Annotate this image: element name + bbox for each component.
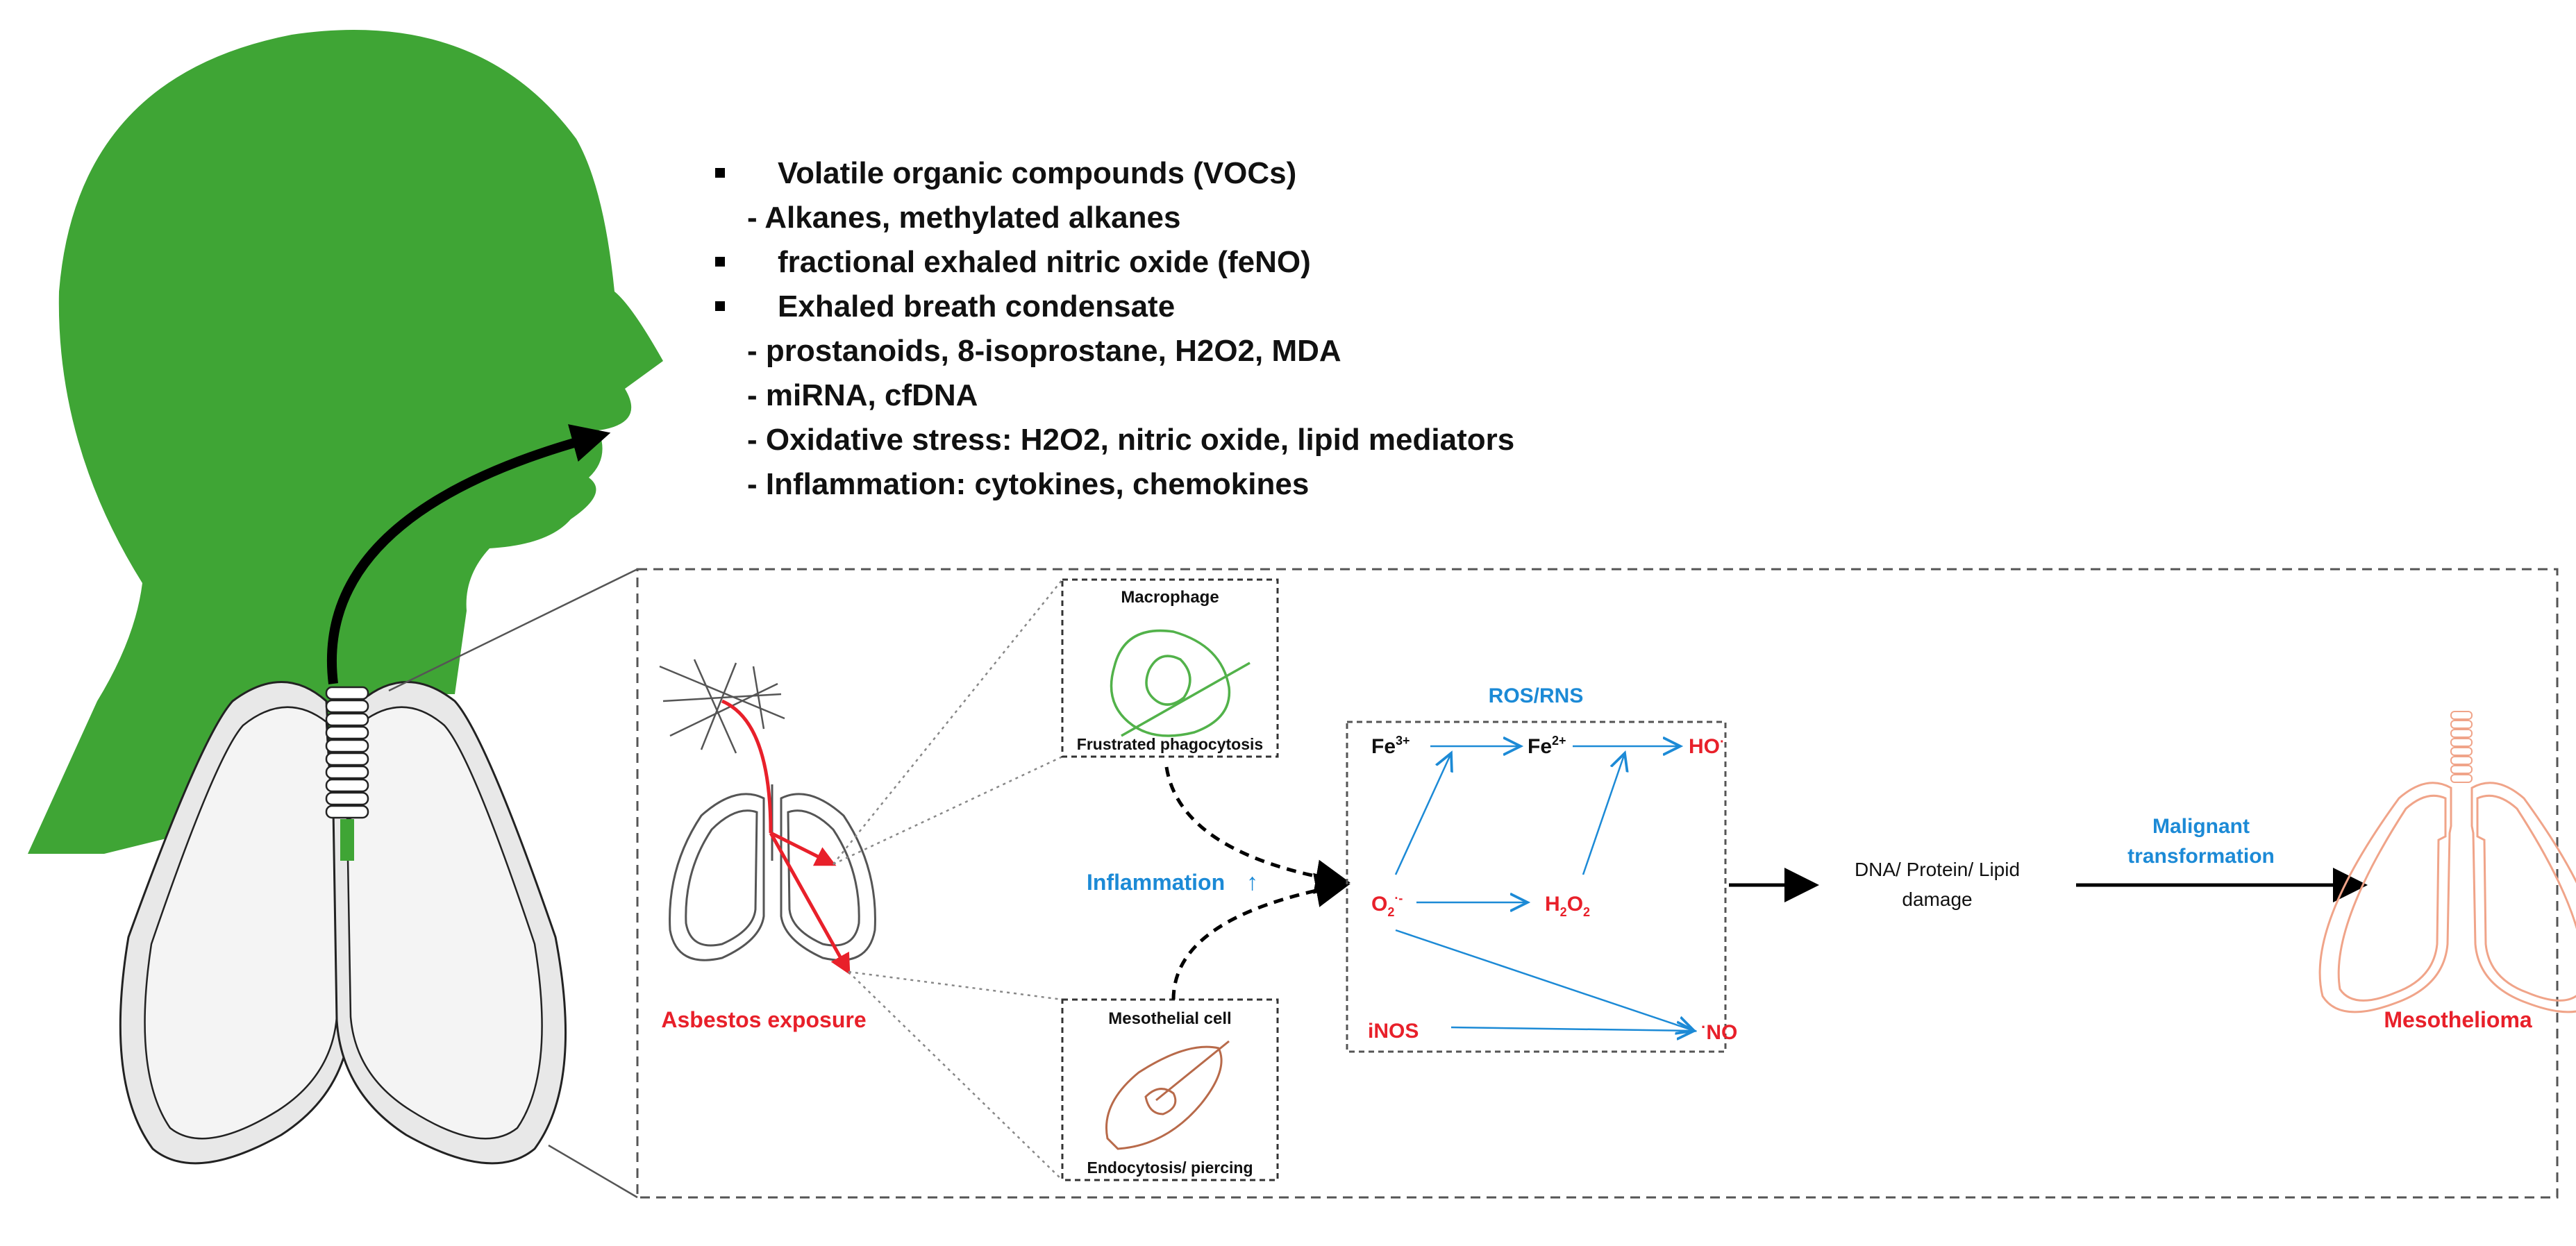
list-item: - Inflammation: cytokines, chemokines bbox=[747, 467, 1310, 501]
lungs-icon bbox=[119, 681, 567, 1165]
list-item: fractional exhaled nitric oxide (feNO) bbox=[708, 240, 1750, 285]
mechanism-box bbox=[636, 568, 2559, 1199]
mesothelioma-label: Mesothelioma bbox=[2384, 1007, 2532, 1032]
hydrogen-peroxide-species: H2O2 bbox=[1545, 893, 1590, 919]
inos-species: iNOS bbox=[1368, 1020, 1419, 1043]
bullet-square-icon bbox=[715, 168, 725, 178]
small-lungs-icon bbox=[669, 784, 876, 961]
list-item: - miRNA, cfDNA bbox=[747, 378, 978, 412]
bullet-square-icon bbox=[715, 257, 725, 267]
mesothelial-box bbox=[1061, 998, 1279, 1181]
exhale-arrow bbox=[326, 424, 611, 684]
fe3-species: Fe3+ bbox=[1371, 734, 1410, 758]
breath-marker-list: Volatile organic compounds (VOCs) - Alka… bbox=[708, 151, 1750, 507]
asbestos-fiber-icon bbox=[659, 659, 785, 754]
damage-label-line1: DNA/ Protein/ Lipid bbox=[1855, 859, 2020, 880]
hydroxyl-species: HO· bbox=[1689, 734, 1725, 758]
bullet-square-icon bbox=[715, 301, 725, 311]
macrophage-cell-icon bbox=[1110, 629, 1251, 737]
mesothelial-cell-icon bbox=[1105, 1040, 1230, 1150]
mesothelial-cell-label: Mesothelial cell bbox=[1108, 1009, 1231, 1028]
nitric-oxide-species: ·NO bbox=[1701, 1018, 1737, 1044]
inflammation-label: Inflammation bbox=[1087, 870, 1225, 895]
inflammation-up-arrow: ↑ bbox=[1246, 869, 1258, 895]
malignant-label-line2: transformation bbox=[2127, 845, 2275, 868]
macrophage-label: Macrophage bbox=[1121, 588, 1219, 607]
endocytosis-label: Endocytosis/ piercing bbox=[1087, 1159, 1253, 1177]
fe2-species: Fe2+ bbox=[1528, 734, 1566, 758]
ros-rns-label: ROS/RNS bbox=[1489, 684, 1584, 707]
list-item: - Alkanes, methylated alkanes bbox=[747, 201, 1181, 235]
list-item: - prostanoids, 8-isoprostane, H2O2, MDA bbox=[747, 334, 1341, 368]
damage-label-line2: damage bbox=[1902, 889, 1972, 910]
superoxide-species: O2·- bbox=[1371, 891, 1403, 919]
list-item: Exhaled breath condensate bbox=[708, 285, 1750, 329]
asbestos-exposure-label: Asbestos exposure bbox=[661, 1007, 866, 1032]
malignant-label-line1: Malignant bbox=[2152, 815, 2250, 838]
ros-rns-box bbox=[1346, 721, 1727, 1053]
list-item: - Oxidative stress: H2O2, nitric oxide, … bbox=[747, 423, 1515, 457]
human-head-silhouette bbox=[28, 30, 663, 854]
list-item: Volatile organic compounds (VOCs) bbox=[708, 151, 1750, 196]
frustrated-phagocytosis-label: Frustrated phagocytosis bbox=[1077, 735, 1263, 753]
mesothelioma-lungs-icon bbox=[2318, 711, 2576, 1013]
